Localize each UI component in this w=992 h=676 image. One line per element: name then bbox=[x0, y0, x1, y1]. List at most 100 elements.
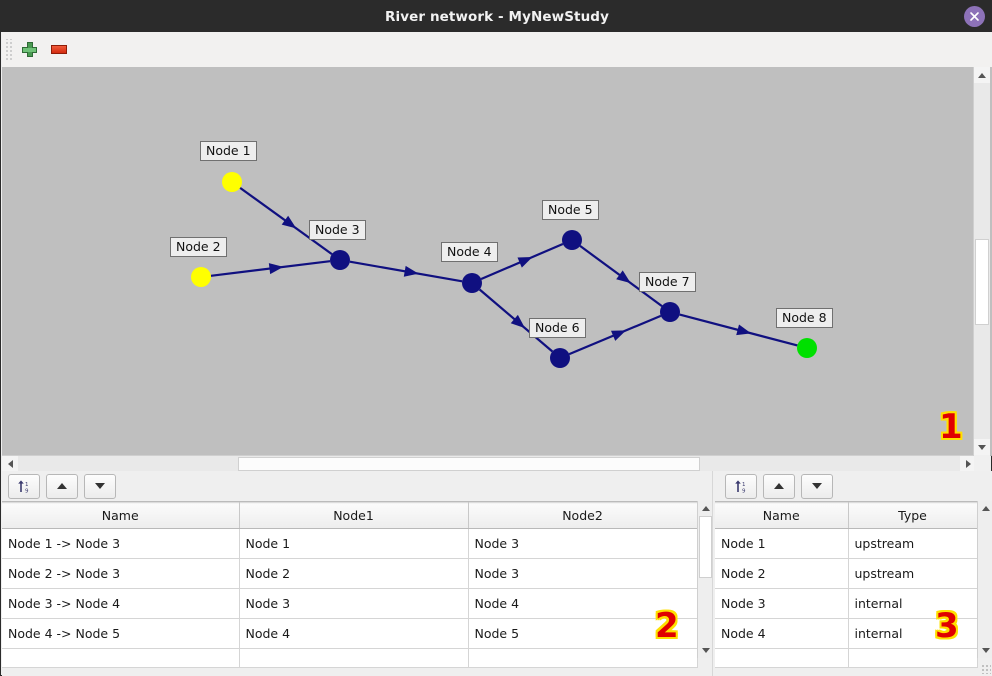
nodes-move-up-button[interactable] bbox=[763, 473, 795, 499]
links-scroll-up-button[interactable] bbox=[698, 501, 713, 516]
table-cell[interactable]: Node 3 bbox=[239, 588, 469, 619]
nodes-table-vertical-scrollbar[interactable] bbox=[977, 501, 992, 658]
links-sort-button[interactable]: 1 9 bbox=[8, 473, 40, 499]
table-cell[interactable]: Node 3 bbox=[715, 588, 849, 619]
toolbar-drag-handle[interactable] bbox=[5, 38, 14, 61]
node-label-n5[interactable]: Node 5 bbox=[542, 200, 599, 220]
edge-arrow-icon bbox=[610, 330, 627, 341]
node-label-n4[interactable]: Node 4 bbox=[441, 242, 498, 262]
table-cell[interactable]: upstream bbox=[848, 528, 978, 559]
nodes-sort-button[interactable]: 1 9 bbox=[725, 473, 757, 499]
table-cell[interactable]: upstream bbox=[848, 558, 978, 589]
graph-hscroll-thumb[interactable] bbox=[238, 457, 700, 471]
annotation-marker-1: 1 bbox=[939, 407, 963, 447]
table-cell[interactable]: Node 4 bbox=[715, 618, 849, 649]
table-cell[interactable]: internal bbox=[848, 618, 978, 649]
table-cell[interactable]: Node 2 bbox=[715, 558, 849, 589]
node-label-n2[interactable]: Node 2 bbox=[170, 237, 227, 257]
node-label-n1[interactable]: Node 1 bbox=[200, 141, 257, 161]
table-row-empty[interactable] bbox=[715, 648, 978, 668]
sort-icon: 1 9 bbox=[18, 479, 29, 494]
scroll-down-button[interactable] bbox=[974, 439, 990, 455]
column-header-name[interactable]: Name bbox=[2, 502, 240, 529]
graph-node-n6[interactable] bbox=[550, 348, 570, 368]
table-cell-empty bbox=[2, 648, 240, 668]
graph-node-n1[interactable] bbox=[222, 172, 242, 192]
svg-text:1: 1 bbox=[742, 482, 746, 488]
graph-node-n8[interactable] bbox=[797, 338, 817, 358]
nodes-pane-toolbar: 1 9 bbox=[713, 471, 992, 501]
graph-vscroll-thumb[interactable] bbox=[975, 239, 989, 325]
node-label-n8[interactable]: Node 8 bbox=[776, 308, 833, 328]
node-label-n7[interactable]: Node 7 bbox=[639, 272, 696, 292]
column-header-node2[interactable]: Node2 bbox=[468, 502, 698, 529]
remove-node-button[interactable] bbox=[44, 36, 74, 64]
scroll-left-button[interactable] bbox=[2, 456, 18, 472]
column-header-node1[interactable]: Node1 bbox=[239, 502, 469, 529]
chevron-left-icon bbox=[7, 460, 13, 468]
network-graph-canvas[interactable]: Node 1 Node 2 Node 3 Node 4 Node 5 Node 6 Node… bbox=[2, 67, 992, 456]
table-cell[interactable]: Node 4 bbox=[468, 588, 698, 619]
table-cell-empty bbox=[239, 648, 469, 668]
graph-node-n5[interactable] bbox=[562, 230, 582, 250]
links-pane-toolbar: 1 9 bbox=[2, 471, 712, 501]
close-button[interactable] bbox=[964, 6, 985, 27]
arrow-up-icon bbox=[774, 483, 784, 489]
graph-vertical-scrollbar[interactable] bbox=[973, 67, 990, 455]
chevron-right-icon bbox=[965, 460, 971, 468]
table-cell[interactable]: Node 1 bbox=[239, 528, 469, 559]
links-move-up-button[interactable] bbox=[46, 473, 78, 499]
column-header-name[interactable]: Name bbox=[715, 502, 849, 529]
window-resize-grip[interactable] bbox=[981, 664, 991, 674]
table-cell[interactable]: Node 2 bbox=[239, 558, 469, 589]
table-cell[interactable]: Node 4 bbox=[239, 618, 469, 649]
window-title: River network - MyNewStudy bbox=[385, 8, 609, 25]
table-cell[interactable]: Node 3 -> Node 4 bbox=[2, 588, 240, 619]
links-move-down-button[interactable] bbox=[84, 473, 116, 499]
table-cell[interactable]: internal bbox=[848, 588, 978, 619]
links-vscroll-thumb[interactable] bbox=[699, 516, 712, 578]
graph-edges bbox=[210, 186, 798, 356]
links-table-vertical-scrollbar[interactable] bbox=[697, 501, 713, 658]
nodes-scroll-up-button[interactable] bbox=[978, 501, 992, 516]
graph-node-n2[interactable] bbox=[191, 267, 211, 287]
table-cell[interactable]: Node 4 -> Node 5 bbox=[2, 618, 240, 649]
table-cell[interactable]: Node 5 bbox=[468, 618, 698, 649]
table-cell-empty bbox=[848, 648, 978, 668]
table-cell[interactable]: Node 1 bbox=[715, 528, 849, 559]
scroll-right-button[interactable] bbox=[960, 456, 976, 472]
add-node-button[interactable] bbox=[14, 36, 44, 64]
nodes-move-down-button[interactable] bbox=[801, 473, 833, 499]
column-header-type[interactable]: Type bbox=[848, 502, 978, 529]
table-cell-empty bbox=[468, 648, 698, 668]
table-row-empty[interactable] bbox=[2, 648, 698, 668]
links-scroll-down-button[interactable] bbox=[698, 643, 713, 658]
graph-node-n7[interactable] bbox=[660, 302, 680, 322]
graph-node-n3[interactable] bbox=[330, 250, 350, 270]
scroll-up-button[interactable] bbox=[974, 67, 990, 83]
table-cell[interactable]: Node 1 -> Node 3 bbox=[2, 528, 240, 559]
graph-node-n4[interactable] bbox=[462, 273, 482, 293]
edge-arrow-icon bbox=[281, 215, 297, 229]
node-label-n3[interactable]: Node 3 bbox=[309, 220, 366, 240]
edge-arrow-icon bbox=[517, 256, 533, 268]
graph-horizontal-scrollbar[interactable] bbox=[2, 455, 976, 472]
table-cell[interactable]: Node 3 bbox=[468, 558, 698, 589]
node-label-n6[interactable]: Node 6 bbox=[529, 318, 586, 338]
arrow-down-icon bbox=[812, 483, 822, 489]
nodes-scroll-down-button[interactable] bbox=[978, 643, 992, 658]
table-cell[interactable]: Node 3 bbox=[468, 528, 698, 559]
table-cell[interactable]: Node 2 -> Node 3 bbox=[2, 558, 240, 589]
